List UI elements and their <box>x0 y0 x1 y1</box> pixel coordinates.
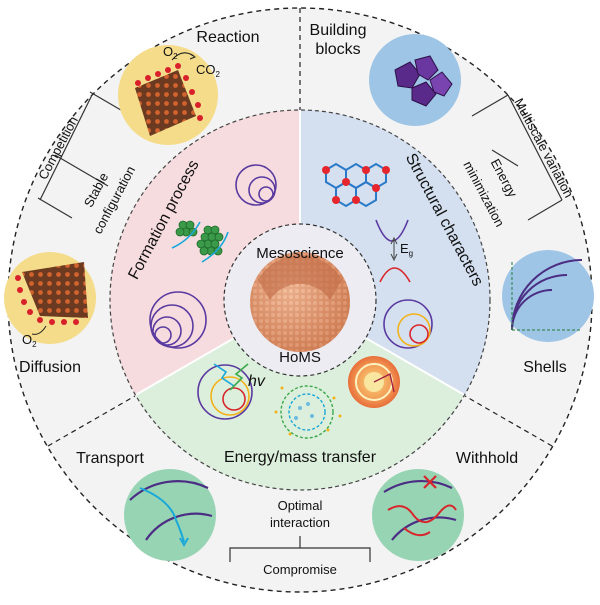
center-sphere <box>250 252 350 352</box>
optimal-label-line1: Optimal <box>278 498 323 513</box>
shells-bubble <box>502 250 594 342</box>
reaction-label: Reaction <box>196 29 259 46</box>
co2-symbol: CO2 <box>196 62 221 79</box>
transfer-illustrations <box>197 356 400 439</box>
diffusion-label: Diffusion <box>19 359 81 376</box>
o2-top-symbol: O2 <box>163 44 178 61</box>
withhold-bubble <box>372 469 464 561</box>
center-bottom-label: HoMS <box>279 349 321 366</box>
divider-right <box>464 395 553 447</box>
energy-mass-transfer-label: Energy/mass transfer <box>224 449 377 466</box>
bottom-compromise-bracket <box>229 536 371 562</box>
right-compromise-bracket <box>471 94 563 221</box>
o2-bottom-symbol: O2 <box>22 332 37 349</box>
building-label-line2: blocks <box>315 41 360 58</box>
formation-illustrations <box>149 164 277 349</box>
building-blocks-bubble <box>369 34 461 126</box>
diffusion-bubble <box>4 252 96 344</box>
transport-bubble <box>124 469 216 561</box>
left-compromise-bracket <box>37 91 127 219</box>
structural-illustrations <box>322 162 433 349</box>
building-label-line1: Building <box>310 22 367 39</box>
transport-label: Transport <box>76 450 144 467</box>
eg-symbol: Eg <box>400 241 413 258</box>
optimal-label-line2: interaction <box>270 515 330 530</box>
inner-ring <box>109 109 491 491</box>
divider-left <box>47 395 136 447</box>
hv-symbol: hv <box>248 373 266 390</box>
compromise-label: Compromise <box>263 562 337 577</box>
center-top-label: Mesoscience <box>256 245 344 262</box>
shells-label: Shells <box>523 359 567 376</box>
withhold-label: Withhold <box>456 450 518 467</box>
reaction-bubble <box>118 45 218 145</box>
